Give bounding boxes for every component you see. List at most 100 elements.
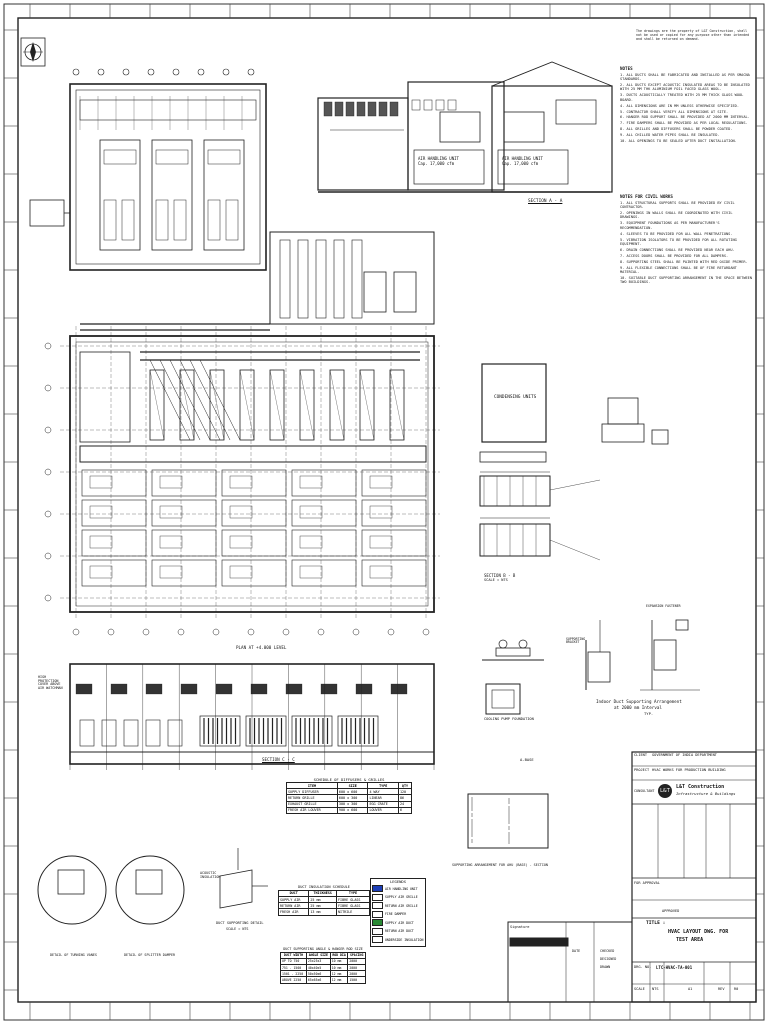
date-label: DATE (572, 949, 581, 953)
drawn-label: DRAWN (600, 965, 611, 969)
foundation-detail-label: SUPPORTING ARRANGEMENT FOR AHU (BASE) - … (452, 863, 548, 867)
legend-label: FIRE DAMPER (385, 912, 407, 917)
table-cell: 12 mm (329, 976, 349, 984)
section-b-title: SECTION B - B (484, 573, 516, 578)
scale-label: SCALE (634, 987, 645, 991)
civil-note-9: 9. ALL FLEXIBLE CONNECTIONS SHALL BE OF … (620, 265, 737, 275)
table-cell: ABOVE 2250 (280, 976, 307, 984)
project-name: HVAC WORKS FOR PRODUCTION BUILDING (652, 768, 726, 772)
indoor-duct-support-detail (585, 619, 700, 691)
legend-item: SUPPLY AIR DUCT (372, 919, 424, 927)
legend-item: SUPPLY AIR GRILLE (372, 893, 424, 901)
duct-support-schedule: DUCT SUPPORTING ANGLE & HANGER ROD SIZE … (280, 947, 366, 984)
civil-note-6: 6. DRAIN CONNECTIONS SHALL BE PROVIDED N… (620, 247, 735, 252)
general-notes-title: NOTES (620, 66, 633, 71)
legend-item: FIRE DAMPER (372, 910, 424, 918)
general-note-5: 5. CONTRACTOR SHALL VERIFY ALL DIMENSION… (620, 109, 729, 114)
project-label: PROJECT (634, 768, 650, 772)
consultant-label: CONSULTANT (634, 789, 655, 793)
main-floor-plan (44, 231, 440, 636)
legend-label: RETURN AIR GRILLE (385, 903, 418, 908)
approved-label: APPROVED (662, 909, 680, 913)
general-note-9: 9. ALL CHILLED WATER PIPES SHALL BE INSU… (620, 133, 720, 138)
client-label: CLIENT (634, 753, 647, 757)
ahu-label-2: AIR HANDLING UNIT (502, 156, 543, 161)
section-c-title: SECTION C - C (262, 757, 295, 762)
legend-label: UNDERSIDE INSULATION (385, 937, 424, 942)
general-notes: NOTES 1. ALL DUCTS SHALL BE FABRICATED A… (620, 66, 754, 143)
table-cell: 900 x 600 (336, 806, 369, 814)
drawing-no-label: DRG. NO. (634, 965, 652, 969)
duct-support-schedule-title: DUCT SUPPORTING ANGLE & HANGER ROD SIZE (283, 947, 363, 951)
north-arrow-icon (20, 37, 46, 67)
legend-item: RETURN AIR DUCT (372, 927, 424, 935)
general-note-2: 2. ALL DUCTS EXCEPT ACOUSTIC INSULATED A… (620, 83, 750, 92)
legend-item: RETURN AIR GRILLE (372, 902, 424, 910)
table-cell: 13 mm (308, 908, 337, 916)
signature-label: Signature (510, 925, 530, 929)
general-note-6: 6. HANGER ROD SUPPORT SHALL BE PROVIDED … (620, 115, 750, 120)
designed-label: DESIGNED (600, 957, 617, 961)
legend-label: AIR HANDLING UNIT (385, 886, 418, 891)
bottom-details (37, 848, 268, 925)
table-cell: 6 (397, 806, 413, 814)
title-label: TITLE : (646, 921, 666, 926)
diffuser-schedule-title: SCHEDULE OF DIFFUSERS & GRILLES (313, 777, 385, 782)
supporting-bracket-label: SUPPORTING BRACKET (566, 637, 586, 645)
insulation-schedule-title: DUCT INSULATION SCHEDULE (298, 885, 350, 889)
legend-swatch (372, 936, 383, 944)
indoor-duct-typ: TYP. (644, 711, 654, 716)
ahu-room-plan (29, 68, 267, 271)
civil-note-7: 7. ACCESS DOORS SHALL BE PROVIDED FOR AL… (620, 253, 729, 258)
civil-note-4: 4. SLEEVES TO BE PROVIDED FOR ALL WALL P… (620, 231, 733, 236)
long-section (69, 663, 435, 770)
general-note-4: 4. ALL DIMENSIONS ARE IN MM UNLESS OTHER… (620, 103, 739, 108)
civil-notes-title: NOTES FOR CIVIL WORKS (620, 194, 673, 199)
rev-value: R0 (734, 987, 739, 991)
rev-label: REV (718, 987, 725, 991)
detail-turning-vanes: DETAIL OF TURNING VANES (50, 953, 97, 957)
civil-note-3: 3. EQUIPMENT FOUNDATIONS AS PER MANUFACT… (620, 221, 720, 230)
table-cell: NITRILE (336, 908, 370, 916)
sheet-size: A1 (688, 987, 693, 991)
client-name: GOVERNMENT OF INDIA DEPARTMENT (652, 753, 717, 757)
general-note-1: 1. ALL DUCTS SHALL BE FABRICATED AND INS… (620, 72, 750, 82)
general-note-7: 7. FIRE DAMPERS SHALL BE PROVIDED AS PER… (620, 121, 748, 126)
section-b-scale: SCALE = NTS (484, 578, 508, 582)
drawing-title-2: TEST AREA (676, 937, 704, 943)
table-cell: 65x65x6 (305, 976, 331, 984)
border-grid-ticks (4, 4, 764, 1020)
indoor-duct-subtitle: at 2000 mm Interval (614, 705, 662, 710)
legend-swatch (372, 910, 383, 918)
legend-item: UNDERSIDE INSULATION (372, 936, 424, 944)
duct-support-detail-scale: SCALE = NTS (226, 927, 249, 931)
legend-item: AIR HANDLING UNIT (372, 885, 424, 893)
scale-value: NTS (652, 987, 659, 991)
legend-label: RETURN AIR DUCT (385, 929, 414, 934)
ahu-foundation-hatch (467, 793, 549, 849)
legend-swatch (372, 919, 383, 927)
base-detail-label: A-BASE (520, 757, 534, 762)
ownership-note: The drawings are the property of L&T Con… (636, 29, 750, 42)
civil-note-5: 5. VIBRATION ISOLATORS TO BE PROVIDED FO… (620, 237, 737, 247)
duct-support-detail-label: DUCT SUPPORTING DETAIL (216, 921, 264, 925)
section-elevation-top (317, 61, 613, 193)
title-block-frame (507, 751, 757, 1003)
condensing-unit-section (479, 363, 669, 561)
pump-foundation-detail (482, 639, 544, 715)
condensing-units-label: CONDENSING UNITS (494, 395, 537, 400)
acoustic-label: ACOUSTIC INSULATION (200, 871, 221, 879)
legend-swatch (372, 885, 383, 893)
legend-label: SUPPLY AIR DUCT (385, 920, 414, 925)
sheet-outer-border (3, 3, 765, 1021)
